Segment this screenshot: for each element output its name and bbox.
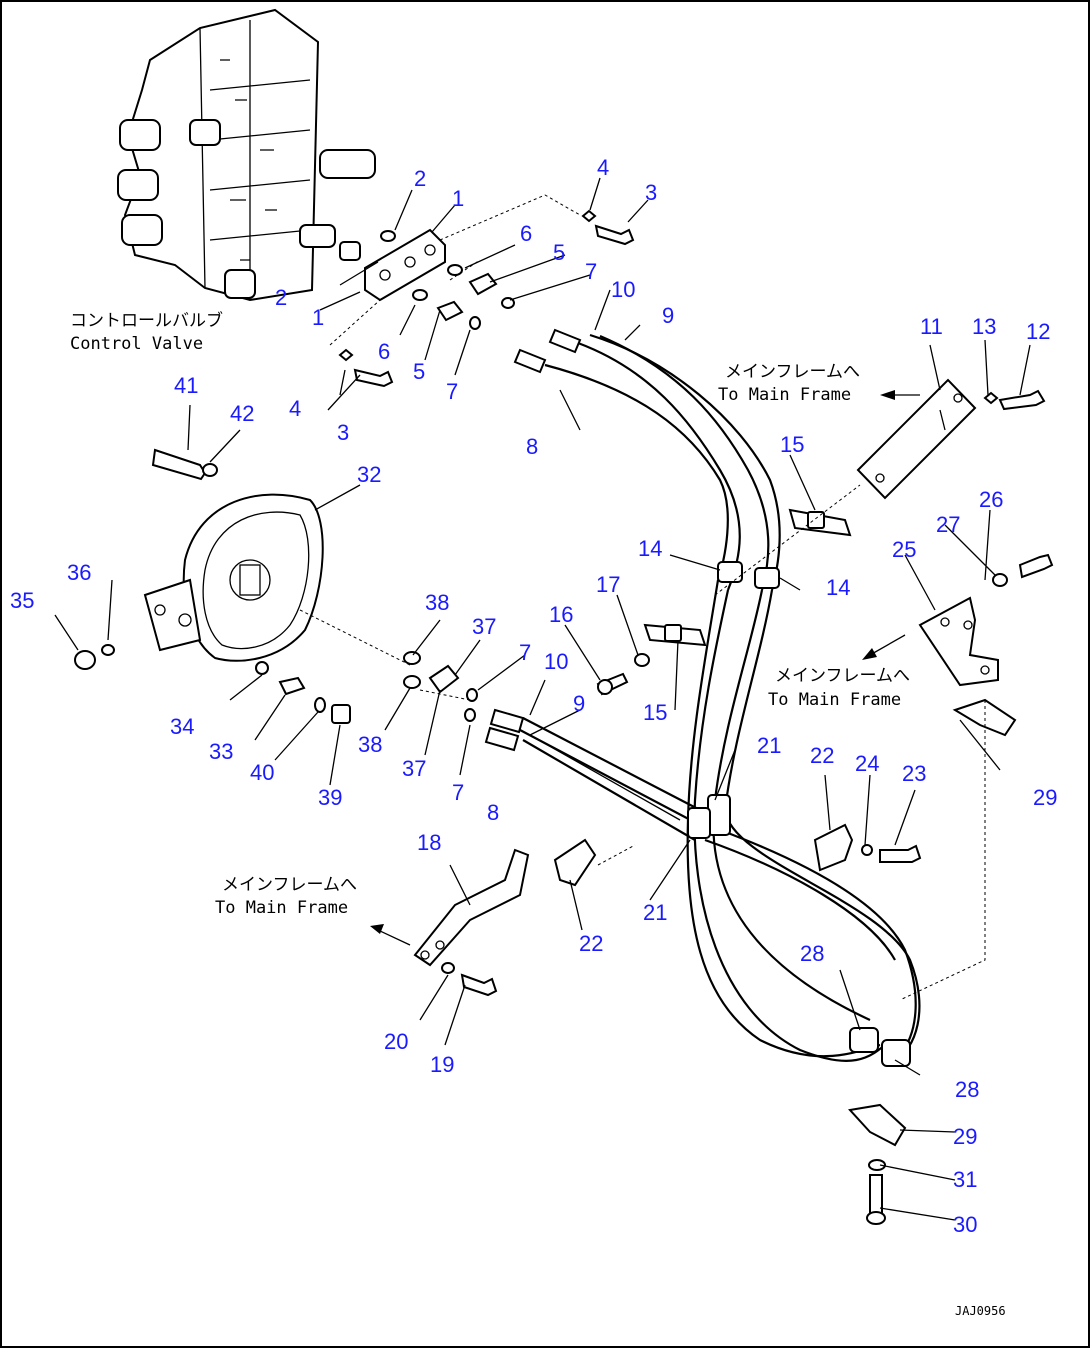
label-40: 40 — [250, 760, 274, 785]
label-39: 39 — [318, 785, 342, 810]
main-frame-caption-en-3: To Main Frame — [215, 898, 348, 918]
label-13: 13 — [972, 314, 996, 339]
control-valve-illustration — [117, 8, 376, 302]
main-frame-caption-en-2: To Main Frame — [768, 690, 901, 710]
label-29: 29 — [953, 1124, 977, 1149]
label-41: 41 — [174, 373, 198, 398]
label-25: 25 — [892, 537, 916, 562]
label-38: 38 — [358, 732, 382, 757]
label-33: 33 — [209, 739, 233, 764]
main-frame-caption-jp-3: メインフレームへ — [222, 875, 357, 895]
label-4: 4 — [597, 155, 609, 180]
label-21: 21 — [643, 900, 667, 925]
label-9: 9 — [662, 303, 674, 328]
label-20: 20 — [384, 1029, 408, 1054]
bracket-25 — [918, 553, 1054, 687]
label-9: 9 — [573, 691, 585, 716]
label-26: 26 — [979, 487, 1003, 512]
cover-32 — [74, 448, 324, 670]
label-15: 15 — [780, 432, 804, 457]
bracket-11 — [856, 378, 1046, 500]
label-3: 3 — [645, 180, 657, 205]
label-2: 2 — [414, 166, 426, 191]
label-14: 14 — [638, 536, 662, 561]
control-valve-caption-jp: コントロールバルブ — [70, 310, 223, 331]
label-14: 14 — [826, 575, 850, 600]
leader-lines — [54, 177, 1031, 1221]
label-28: 28 — [955, 1077, 979, 1102]
fitting-block-assembly — [329, 194, 635, 388]
fittings-33-40 — [255, 609, 478, 724]
label-7: 7 — [519, 640, 531, 665]
label-36: 36 — [67, 560, 91, 585]
label-16: 16 — [549, 602, 573, 627]
label-11: 11 — [920, 314, 943, 339]
main-frame-caption-jp-1: メインフレームへ — [725, 362, 860, 382]
label-7: 7 — [452, 780, 464, 805]
label-37: 37 — [472, 614, 496, 639]
label-7: 7 — [446, 379, 458, 404]
upper-hose-assembly — [513, 328, 781, 591]
label-1: 1 — [452, 186, 464, 211]
label-30: 30 — [953, 1212, 977, 1237]
label-22: 22 — [579, 931, 603, 956]
label-35: 35 — [10, 588, 34, 613]
label-8: 8 — [526, 434, 538, 459]
label-31: 31 — [953, 1167, 977, 1192]
label-34: 34 — [170, 714, 194, 739]
label-28: 28 — [800, 941, 824, 966]
main-frame-caption-en-1: To Main Frame — [718, 385, 851, 405]
label-1: 1 — [312, 305, 324, 330]
control-valve-caption-en: Control Valve — [70, 334, 203, 354]
label-6: 6 — [378, 339, 390, 364]
label-18: 18 — [417, 830, 441, 855]
label-4: 4 — [289, 396, 301, 421]
lower-hose-loop — [686, 579, 921, 1062]
label-21: 21 — [757, 733, 781, 758]
label-8: 8 — [487, 800, 499, 825]
label-38: 38 — [425, 590, 449, 615]
label-6: 6 — [520, 221, 532, 246]
label-37: 37 — [402, 756, 426, 781]
label-19: 19 — [430, 1052, 454, 1077]
clamp-22 — [553, 823, 922, 887]
label-24: 24 — [855, 751, 879, 776]
lower-hose-pair — [484, 708, 701, 841]
label-15: 15 — [643, 700, 667, 725]
label-10: 10 — [544, 649, 568, 674]
label-3: 3 — [337, 420, 349, 445]
label-5: 5 — [413, 359, 425, 384]
label-10: 10 — [611, 277, 635, 302]
clamp-15 — [643, 508, 852, 647]
bracket-18 — [413, 848, 530, 997]
label-23: 23 — [902, 761, 926, 786]
label-29: 29 — [1033, 785, 1057, 810]
label-2: 2 — [275, 285, 287, 310]
label-5: 5 — [553, 240, 565, 265]
clamp-29 — [848, 698, 1017, 1225]
label-32: 32 — [357, 462, 381, 487]
label-17: 17 — [596, 572, 620, 597]
label-27: 27 — [936, 512, 960, 537]
label-42: 42 — [230, 401, 254, 426]
label-22: 22 — [810, 743, 834, 768]
bolt-16 — [596, 653, 650, 696]
drawing-code: JAJ0956 — [955, 1304, 1006, 1318]
main-frame-caption-jp-2: メインフレームへ — [775, 666, 910, 686]
hose-clamps — [687, 561, 911, 1067]
label-7: 7 — [585, 259, 597, 284]
direction-arrows — [370, 390, 986, 1001]
label-12: 12 — [1026, 319, 1050, 344]
